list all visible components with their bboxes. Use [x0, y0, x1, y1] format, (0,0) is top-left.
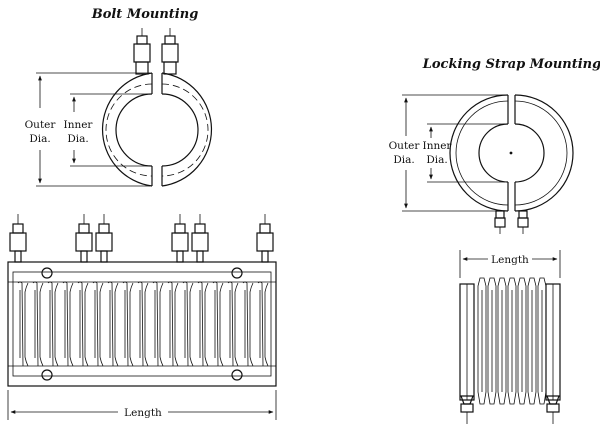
strap-ring-left-inner: [478, 123, 509, 183]
bolt-length-label: Length: [124, 407, 162, 419]
bolt-fin: [32, 281, 44, 367]
strap-fin: [497, 277, 507, 405]
bolt-fin: [227, 281, 239, 367]
bolt-element-dash-right: [161, 83, 209, 177]
bolt-hole-bottom-right: [231, 369, 243, 381]
bolt-fin: [92, 281, 104, 367]
bolt-fin: [107, 281, 119, 367]
strap-length-label: Length: [491, 254, 529, 266]
bolt-fin: [47, 281, 59, 367]
bolt-side-fins: [17, 281, 269, 367]
strap-outer-dia-label-1: Outer: [389, 140, 421, 152]
bolt-outer-dia-label-1: Outer: [25, 119, 57, 131]
strap-fin: [487, 277, 497, 405]
strap-fin: [527, 277, 537, 405]
strap-inner-dia-label-2: Dia.: [426, 154, 447, 166]
bolt-fin: [212, 281, 224, 367]
strap-mounting-title: Locking Strap Mounting: [422, 57, 600, 72]
bolt-fin: [242, 281, 254, 367]
bolt-mounting-end-view: Bolt Mounting Out: [25, 7, 212, 187]
bolt-fin: [137, 281, 149, 367]
bolt-side-terminals: [9, 214, 274, 263]
bolt-fin: [77, 281, 89, 367]
bolt-side-body: [7, 261, 277, 387]
bolt-mounting-side-view: Length: [7, 214, 277, 420]
bolt-fin: [122, 281, 134, 367]
bolt-fin: [17, 281, 29, 367]
bolt-terminal-left: [133, 28, 151, 75]
bolt-ring-right-outer: [161, 72, 212, 187]
strap-mounting-side-view: Length: [459, 250, 561, 424]
strap-mounting-end-view: Locking Strap Mounting Outer Dia.: [389, 57, 600, 234]
bolt-side-terminal: [256, 214, 274, 263]
bolt-terminal-right: [161, 28, 179, 75]
bolt-side-terminal: [9, 214, 27, 263]
strap-inner-dia-label-1: Inner: [423, 140, 453, 152]
bolt-hole-top-right: [231, 267, 243, 279]
strap-center-dot: [509, 151, 513, 155]
strap-fin: [517, 277, 527, 405]
bolt-hole-bottom-left: [41, 369, 53, 381]
bolt-ring-left-inner: [115, 93, 153, 167]
bolt-fin: [197, 281, 209, 367]
strap-outer-dia-label-2: Dia.: [393, 154, 414, 166]
bolt-ring-right-inner: [161, 93, 199, 167]
strap-side-fins: [477, 277, 547, 405]
bolt-side-terminal: [95, 214, 113, 263]
bolt-side-terminal: [75, 214, 93, 263]
strap-fin: [537, 277, 547, 405]
bolt-ring-left-outer: [102, 72, 153, 187]
strap-clamp-screws: [460, 395, 560, 424]
bolt-fin: [257, 281, 269, 367]
strap-fin: [477, 277, 487, 405]
strap-ring-left-outer: [449, 94, 509, 212]
bolt-fin: [62, 281, 74, 367]
bolt-element-dash-left: [105, 83, 153, 177]
bolt-side-terminal: [191, 214, 209, 263]
bolt-hole-top-left: [41, 267, 53, 279]
bolt-side-terminal: [171, 214, 189, 263]
bolt-inner-dia-label-1: Inner: [64, 119, 94, 131]
strap-fin: [507, 277, 517, 405]
bolt-fin: [152, 281, 164, 367]
bolt-mounting-title: Bolt Mounting: [91, 7, 199, 22]
strap-terminals: [494, 210, 529, 234]
bolt-outer-dia-label-2: Dia.: [29, 133, 50, 145]
bolt-fin: [167, 281, 179, 367]
bolt-fin: [182, 281, 194, 367]
bolt-inner-dia-label-2: Dia.: [67, 133, 88, 145]
